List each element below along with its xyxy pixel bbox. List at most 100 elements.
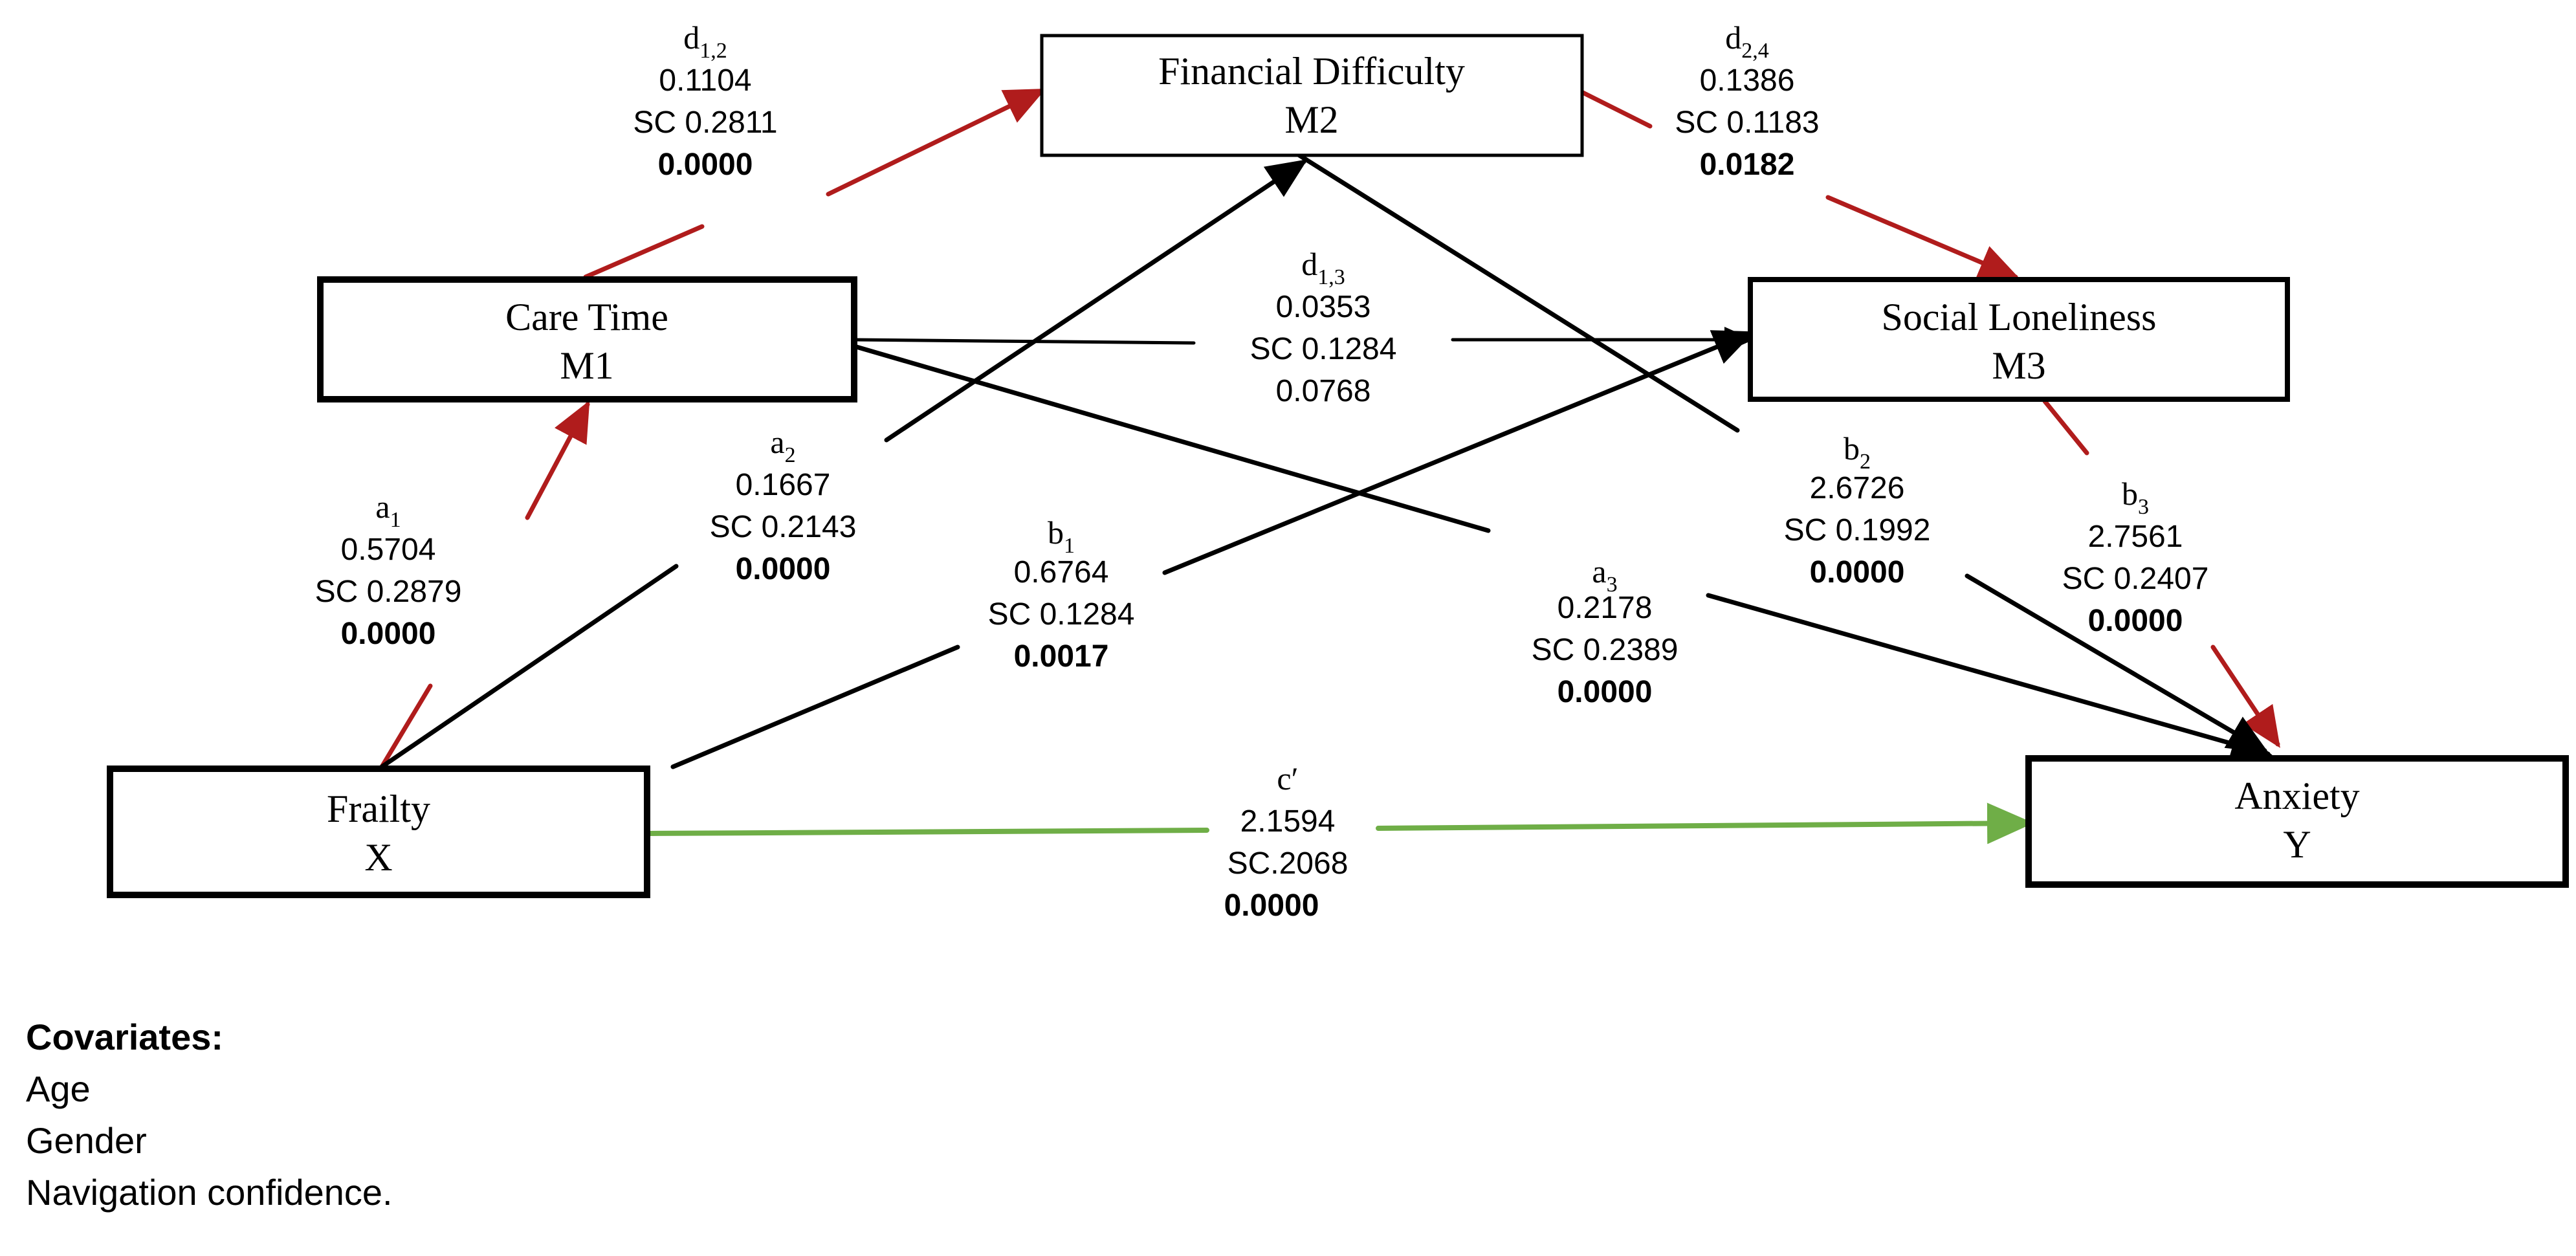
- label-a1-p: 0.0000: [341, 617, 436, 651]
- label-d13-letter: d: [1301, 246, 1317, 282]
- node-m1-title: Care Time: [505, 296, 668, 338]
- node-y: Anxiety Y: [2025, 755, 2569, 888]
- arrow-b3-tail: [2042, 399, 2089, 456]
- arrow-c-prime-tail: [648, 828, 1209, 836]
- label-b1: b1 0.6764 SC 0.1284 0.0017: [988, 514, 1135, 674]
- label-d13-symbol: d1,3: [1301, 246, 1345, 289]
- arrow-a3: [1706, 593, 2273, 762]
- node-m3-box: [1748, 277, 2290, 402]
- label-b3-sub: 3: [2138, 495, 2149, 519]
- covariates: Covariates: Age Gender Navigation confid…: [26, 1017, 393, 1213]
- label-b2-coef: 2.6726: [1810, 471, 1905, 505]
- label-b3-symbol: b3: [2122, 476, 2149, 519]
- label-c-prime-se: SC.2068: [1227, 846, 1349, 881]
- label-d24-coef: 0.1386: [1700, 63, 1795, 98]
- node-x-box: [107, 766, 650, 898]
- arrow-a1: [525, 400, 590, 520]
- label-d24-se: SC 0.1183: [1675, 105, 1819, 140]
- label-b3-p: 0.0000: [2088, 604, 2183, 638]
- label-b2-se: SC 0.1992: [1784, 513, 1931, 547]
- arrow-c-prime: [1376, 802, 2034, 844]
- node-m3: Social Loneliness M3: [1748, 277, 2290, 402]
- label-b1-sub: 1: [1064, 534, 1075, 558]
- label-d13: d1,3 0.0353 SC 0.1284 0.0768: [1250, 246, 1397, 408]
- label-b2-sub: 2: [1860, 450, 1871, 474]
- label-b3-letter: b: [2122, 476, 2138, 512]
- label-a2-coef: 0.1667: [736, 468, 831, 502]
- label-b1-p: 0.0017: [1014, 639, 1109, 674]
- label-d24-sub: 2,4: [1741, 39, 1769, 63]
- node-y-title: Anxiety: [2234, 775, 2359, 817]
- label-d24: d2,4 0.1386 SC 0.1183 0.0182: [1675, 19, 1819, 182]
- label-a1-sub: 1: [390, 508, 401, 532]
- arrow-d12: [826, 88, 1046, 197]
- node-m2: Financial Difficulty M2: [1040, 34, 1584, 157]
- arrow-b3: [2210, 645, 2280, 748]
- arrow-b1: [1162, 330, 1755, 575]
- label-c-prime: c′ 2.1594 SC.2068 0.0000: [1224, 760, 1349, 923]
- arrows: [379, 88, 2280, 844]
- label-d24-symbol: d2,4: [1725, 19, 1769, 63]
- label-a2-sub: 2: [785, 443, 796, 467]
- label-b1-se: SC 0.1284: [988, 597, 1135, 632]
- covariates-title: Covariates:: [26, 1017, 223, 1057]
- label-a2-se: SC 0.2143: [710, 510, 857, 544]
- label-b2: b2 2.6726 SC 0.1992 0.0000: [1784, 430, 1931, 589]
- arrow-d24-tail: [1576, 88, 1653, 129]
- node-y-box: [2025, 755, 2569, 888]
- label-b2-p: 0.0000: [1810, 555, 1905, 589]
- label-b1-letter: b: [1048, 514, 1064, 551]
- arrow-d24: [1825, 195, 2020, 280]
- label-b1-coef: 0.6764: [1014, 555, 1109, 589]
- label-b3-se: SC 0.2407: [2062, 562, 2209, 596]
- label-b1-symbol: b1: [1048, 514, 1075, 558]
- label-b2-symbol: b2: [1844, 430, 1871, 474]
- arrow-a2: [884, 159, 1308, 443]
- node-m2-box: [1040, 34, 1584, 157]
- arrow-a1-tail: [379, 683, 433, 769]
- covariate-item: Age: [26, 1068, 91, 1109]
- label-a1-se: SC 0.2879: [315, 575, 462, 609]
- covariate-item: Gender: [26, 1120, 147, 1161]
- label-b3-coef: 2.7561: [2088, 520, 2183, 554]
- label-a3-coef: 0.2178: [1558, 591, 1653, 625]
- arrow-a3-tail: [852, 344, 1491, 533]
- arrow-d13-tail: [852, 338, 1196, 345]
- label-a1-coef: 0.5704: [341, 533, 436, 567]
- label-d13-se: SC 0.1284: [1250, 332, 1397, 366]
- label-a2-letter: a: [770, 424, 784, 460]
- label-d12: d1,2 0.1104 SC 0.2811 0.0000: [633, 19, 777, 182]
- arrow-b1-tail: [670, 645, 960, 769]
- node-x-title: Frailty: [327, 788, 430, 830]
- label-a1-symbol: a1: [375, 489, 401, 532]
- node-m1: Care Time M1: [317, 276, 857, 402]
- label-a2: a2 0.1667 SC 0.2143 0.0000: [710, 424, 857, 586]
- node-x-code: X: [364, 836, 392, 879]
- arrow-a2-tail: [379, 564, 679, 769]
- label-d12-symbol: d1,2: [683, 19, 727, 63]
- label-a2-symbol: a2: [770, 424, 795, 467]
- label-a2-p: 0.0000: [736, 552, 831, 586]
- label-d12-sub: 1,2: [699, 39, 727, 63]
- arrow-b2: [1965, 573, 2269, 753]
- label-d13-p: 0.0768: [1276, 374, 1371, 408]
- node-m1-code: M1: [560, 344, 613, 387]
- node-m2-code: M2: [1284, 98, 1338, 141]
- label-d12-coef: 0.1104: [659, 63, 751, 98]
- label-c-prime-symbol: c′: [1277, 760, 1298, 797]
- label-c-prime-p: 0.0000: [1224, 888, 1319, 923]
- label-c-prime-coef: 2.1594: [1240, 804, 1336, 839]
- node-y-code: Y: [2283, 823, 2311, 866]
- label-d12-se: SC 0.2811: [633, 105, 777, 140]
- label-a1-letter: a: [375, 489, 390, 525]
- node-m1-box: [317, 276, 857, 402]
- label-b2-letter: b: [1844, 430, 1860, 467]
- node-m3-code: M3: [1992, 344, 2045, 387]
- node-x: Frailty X: [107, 766, 650, 898]
- label-d24-letter: d: [1725, 19, 1741, 56]
- node-m2-title: Financial Difficulty: [1158, 50, 1465, 93]
- label-d13-coef: 0.0353: [1276, 290, 1371, 324]
- label-a3-se: SC 0.2389: [1532, 633, 1679, 667]
- label-a1: a1 0.5704 SC 0.2879 0.0000: [315, 489, 462, 651]
- label-a3-symbol: a3: [1592, 553, 1617, 597]
